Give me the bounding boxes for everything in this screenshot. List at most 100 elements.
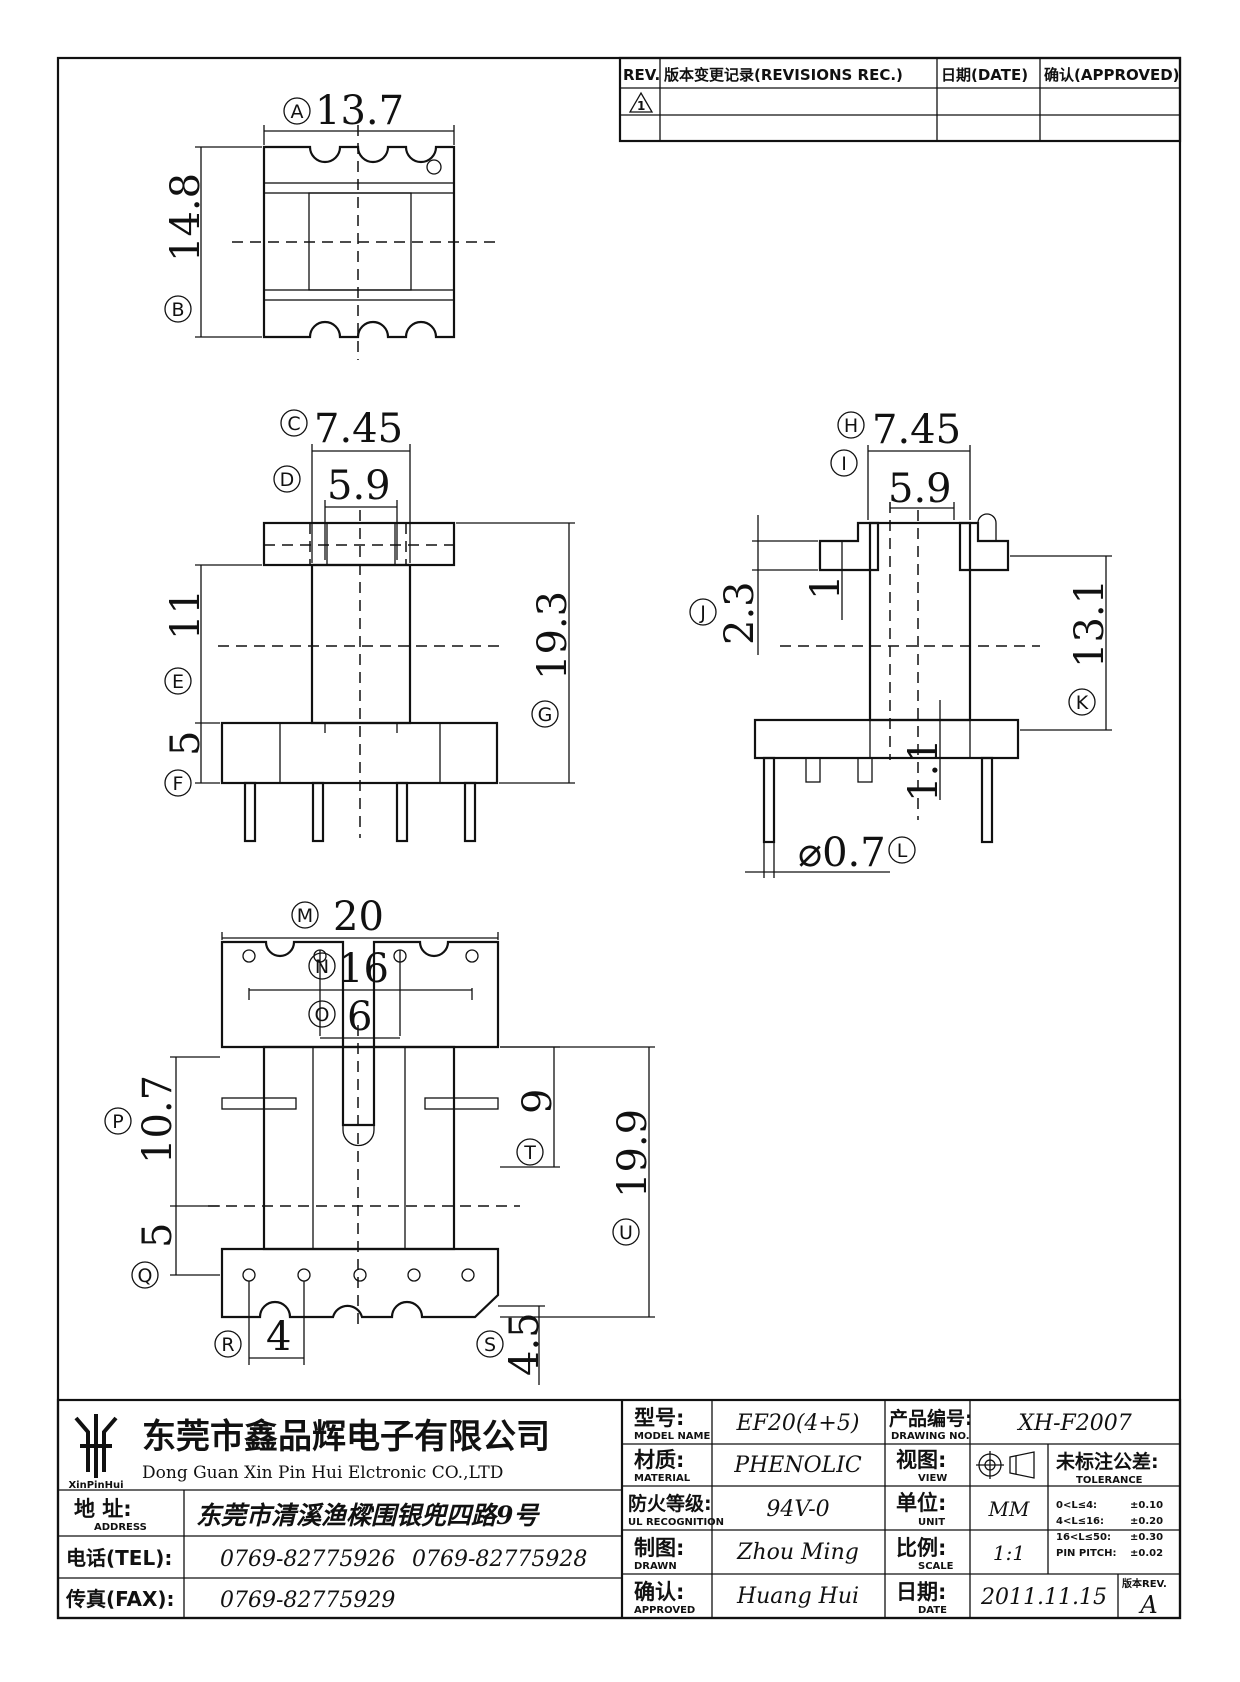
drawn-label-en: DRAWN <box>634 1561 677 1572</box>
dim-i-marker-icon <box>830 449 858 477</box>
dim-d-marker-icon <box>273 465 301 493</box>
rev-value: A <box>1138 1591 1157 1619</box>
dim-t-letter: T <box>523 1142 536 1164</box>
drawn-label: 制图: <box>634 1536 684 1560</box>
tolerance-value-3: ±0.30 <box>1130 1532 1163 1543</box>
approved-label-en: APPROVED <box>634 1605 695 1616</box>
dim-a-value: 13.7 <box>315 88 404 134</box>
dim-t-value: 9 <box>515 1089 561 1114</box>
dim-r-marker-icon <box>214 1330 242 1358</box>
front-view <box>195 444 575 843</box>
fire-rating-label-en: UL RECOGNITION <box>628 1517 724 1528</box>
dim-f-value: 5 <box>163 731 209 756</box>
company-name-cn: 东莞市鑫品辉电子有限公司 <box>142 1417 550 1457</box>
dim-n-letter: N <box>315 956 329 978</box>
date-value: 2011.11.15 <box>980 1585 1107 1610</box>
dim-e-value: 11 <box>163 589 209 640</box>
dim-c-marker-icon <box>280 409 308 437</box>
dim-f-marker-icon <box>164 769 192 797</box>
dim-b-marker-icon <box>164 295 192 323</box>
dim-m-value: 20 <box>333 894 384 940</box>
tolerance-range-2: 4<L≤16: <box>1056 1516 1104 1527</box>
dim-d-value: 5.9 <box>327 463 391 509</box>
dim-g-value: 19.3 <box>530 591 576 680</box>
dim-l-marker-icon <box>888 836 916 864</box>
material-value: PHENOLIC <box>733 1453 862 1478</box>
bottom-view <box>170 932 655 1385</box>
logo-text: XinPinHui <box>68 1480 123 1491</box>
dim-m-letter: M <box>297 905 313 927</box>
dim-j2-value: 1 <box>803 575 849 600</box>
date-label: 日期: <box>896 1580 946 1604</box>
title-block: XinPinHui 东莞市鑫品辉电子有限公司 Dong Guan Xin Pin… <box>56 1398 1182 1620</box>
date-label-en: DATE <box>918 1605 947 1616</box>
dim-b-letter: B <box>171 299 184 321</box>
dim-g-marker-icon <box>531 700 559 728</box>
dim-h-value: 7.45 <box>872 407 961 453</box>
dim-s-letter: S <box>484 1334 496 1356</box>
company-name-en: Dong Guan Xin Pin Hui Elctronic CO.,LTD <box>142 1463 503 1483</box>
dim-o-marker-icon <box>308 1000 336 1028</box>
tolerance-range-4: PIN PITCH: <box>1056 1548 1116 1559</box>
revision-record-header: 版本变更记录(REVISIONS REC.) <box>664 66 903 84</box>
unit-value: MM <box>988 1497 1030 1521</box>
dim-r-letter: R <box>221 1334 234 1356</box>
rev-label: 版本REV. <box>1122 1577 1167 1590</box>
fax-value: 0769-82775929 <box>220 1588 395 1613</box>
model-value: EF20(4+5) <box>736 1411 860 1436</box>
dim-p-marker-icon <box>104 1107 132 1135</box>
tel-value-2: 0769-82775928 <box>412 1547 587 1572</box>
revision-triangle-icon <box>628 91 654 113</box>
dim-m-marker-icon <box>291 901 319 929</box>
dim-b-value: 14.8 <box>163 173 209 262</box>
dim-d-letter: D <box>280 469 295 491</box>
dim-q-letter: Q <box>138 1265 153 1287</box>
dim-u-letter: U <box>619 1222 633 1244</box>
tolerance-range-3: 16<L≤50: <box>1056 1532 1111 1543</box>
tolerance-value-2: ±0.20 <box>1130 1516 1163 1527</box>
dim-k-value: 13.1 <box>1067 579 1113 668</box>
dim-i-letter: I <box>841 453 847 475</box>
dim-l-letter: L <box>897 840 908 862</box>
dim-i-value: 5.9 <box>888 466 952 512</box>
tolerance-label-en: TOLERANCE <box>1076 1475 1143 1486</box>
dim-u-value: 19.9 <box>610 1109 656 1198</box>
dim-p-value: 10.7 <box>135 1075 181 1164</box>
fire-rating-label: 防火等级: <box>628 1492 712 1515</box>
scale-label-en: SCALE <box>918 1561 954 1572</box>
company-logo-icon: XinPinHui <box>68 1414 124 1491</box>
drawing-no-label: 产品编号: <box>889 1407 973 1430</box>
projection-symbol-icon <box>976 1451 1035 1479</box>
material-label-en: MATERIAL <box>634 1473 691 1484</box>
dim-n-value: 16 <box>338 946 389 992</box>
dim-r-value: 4 <box>266 1314 291 1360</box>
dim-j-marker-icon <box>689 598 717 626</box>
dim-a-letter: A <box>291 101 304 123</box>
drawing-no-value: XH-F2007 <box>1016 1411 1132 1436</box>
tolerance-range-1: 0<L≤4: <box>1056 1500 1097 1511</box>
dim-h-letter: H <box>844 415 858 437</box>
drawing-border <box>56 56 1182 1620</box>
dim-o-value: 6 <box>347 994 372 1040</box>
approved-header: 确认(APPROVED) <box>1044 66 1180 84</box>
dim-e-letter: E <box>172 671 184 693</box>
dim-o-letter: O <box>315 1004 330 1026</box>
dim-t-marker-icon <box>516 1138 544 1166</box>
dim-j-letter: J <box>699 602 706 624</box>
dim-f-letter: F <box>173 773 184 795</box>
approved-label: 确认: <box>634 1580 684 1604</box>
approved-value: Huang Hui <box>736 1584 859 1609</box>
drawn-value: Zhou Ming <box>736 1540 859 1565</box>
dim-a-marker-icon <box>283 97 311 125</box>
rev-header: REV. <box>623 66 660 84</box>
tel-value-1: 0769-82775926 <box>220 1547 395 1572</box>
tolerance-value-4: ±0.02 <box>1130 1548 1163 1559</box>
dim-u-marker-icon <box>612 1218 640 1246</box>
dim-l-value: ⌀0.7 <box>798 830 886 876</box>
dim-q-value: 5 <box>135 1223 181 1248</box>
view-label-en: VIEW <box>918 1473 947 1484</box>
top-view <box>195 125 500 360</box>
dim-e-marker-icon <box>164 667 192 695</box>
tolerance-label: 未标注公差: <box>1055 1450 1159 1473</box>
